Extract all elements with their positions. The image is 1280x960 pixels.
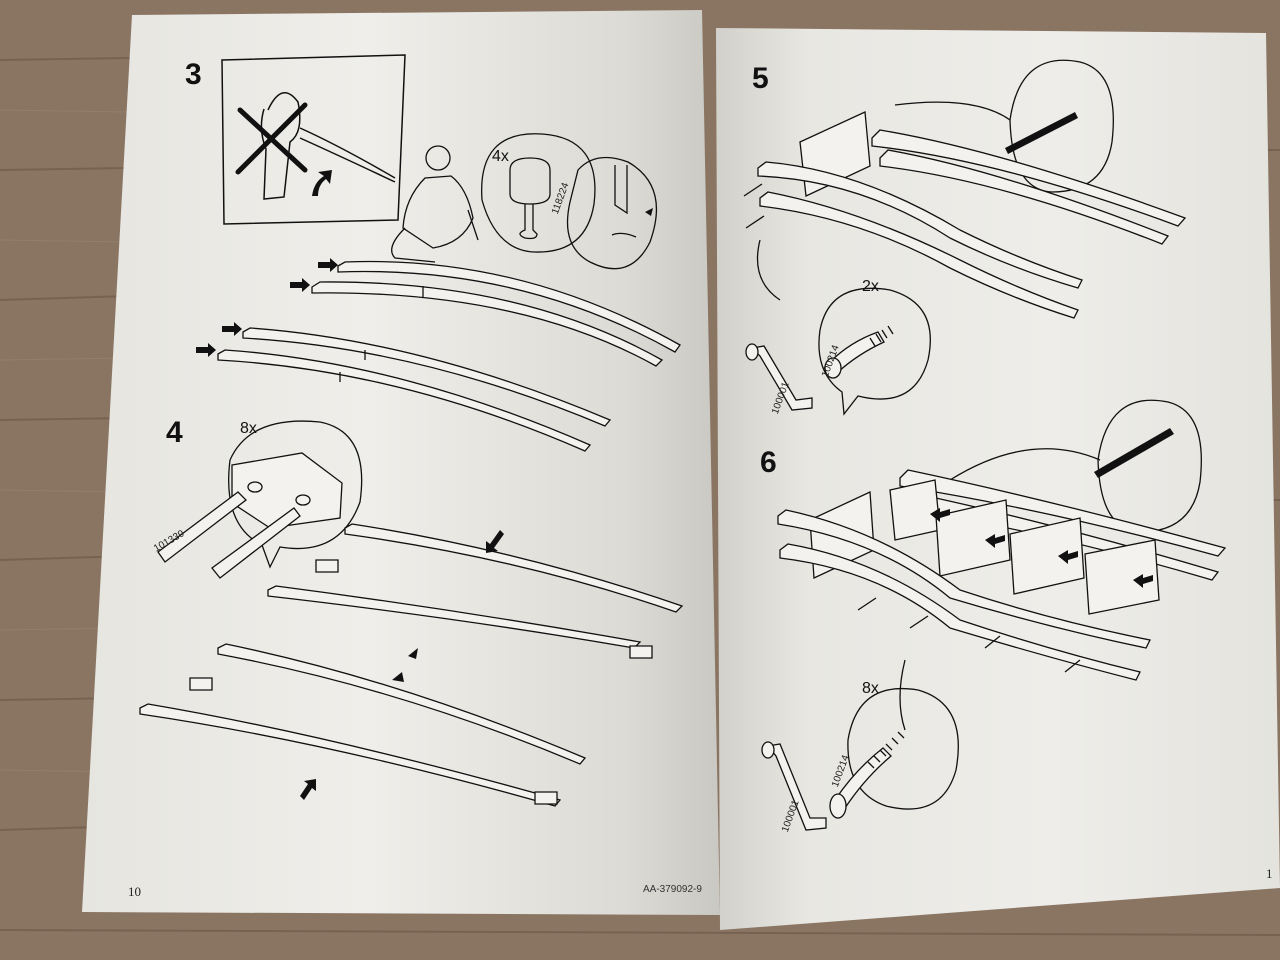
step-3-quantity: 4x	[492, 148, 509, 165]
screw-icon	[858, 598, 1080, 672]
dowel-callout	[158, 421, 362, 578]
left-page-number: 10	[128, 884, 141, 899]
step-5-number: 5	[752, 62, 769, 95]
hardware-callout-step5	[819, 288, 930, 414]
rotate-arrow-icon	[312, 170, 332, 196]
step-6-quantity: 8x	[862, 680, 879, 697]
connector-blocks	[190, 560, 652, 804]
hardware-callout-step6	[830, 660, 958, 818]
zoom-callout-icon	[895, 60, 1113, 192]
arrow-icon	[196, 258, 338, 357]
arrow-icon	[930, 508, 1153, 588]
document-code: AA-379092-9	[643, 884, 702, 895]
screw-icon	[744, 184, 764, 228]
prohibited-cross-icon	[238, 105, 305, 172]
right-page-number: 1	[1266, 866, 1273, 881]
slats-step3	[218, 261, 680, 451]
frame-step6	[778, 470, 1225, 680]
person-assembling	[392, 146, 478, 262]
step-4-number: 4	[166, 416, 183, 449]
step-6-number: 6	[760, 446, 777, 479]
step-3-number: 3	[185, 58, 202, 91]
arrow-icon	[300, 530, 504, 800]
screw-icon	[340, 286, 423, 382]
allen-key-icon	[762, 742, 826, 830]
frame-step5	[758, 112, 1185, 318]
rail-detail	[1005, 112, 1078, 154]
rail-detail	[1094, 428, 1174, 478]
allen-key-icon	[746, 344, 812, 410]
step-5-quantity: 2x	[862, 278, 879, 295]
zoom-callout-icon	[482, 134, 657, 269]
step-4-quantity: 8x	[240, 420, 257, 437]
